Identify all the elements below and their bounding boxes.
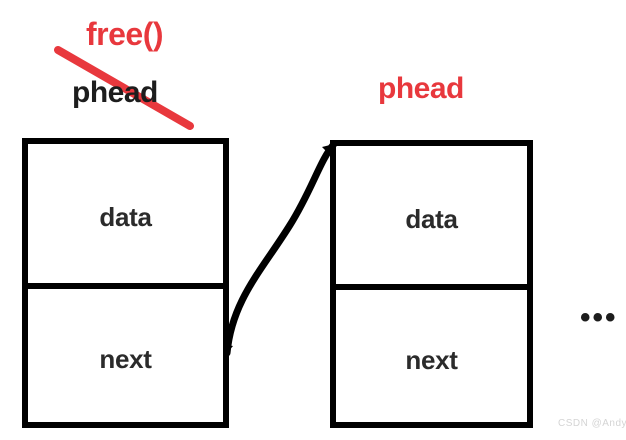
- node-1-data-cell: data: [28, 144, 223, 283]
- old-phead-label: phead: [72, 76, 158, 109]
- new-phead-label: phead: [378, 72, 464, 105]
- node-2-next-label: next: [405, 344, 458, 375]
- node-box-new-head: data next: [330, 140, 533, 428]
- node-2-data-label: data: [405, 203, 458, 234]
- node-2-data-cell: data: [336, 146, 527, 284]
- node-1-next-label: next: [99, 344, 152, 374]
- node-2-next-cell: next: [336, 284, 527, 422]
- ellipsis-more-nodes: •••: [580, 301, 618, 334]
- watermark-label: CSDN @Andy: [558, 418, 626, 429]
- node-box-freed: data next: [22, 138, 229, 428]
- node-1-data-label: data: [99, 202, 152, 232]
- free-call-label: free(): [86, 16, 164, 52]
- node-1-next-cell: next: [28, 283, 223, 422]
